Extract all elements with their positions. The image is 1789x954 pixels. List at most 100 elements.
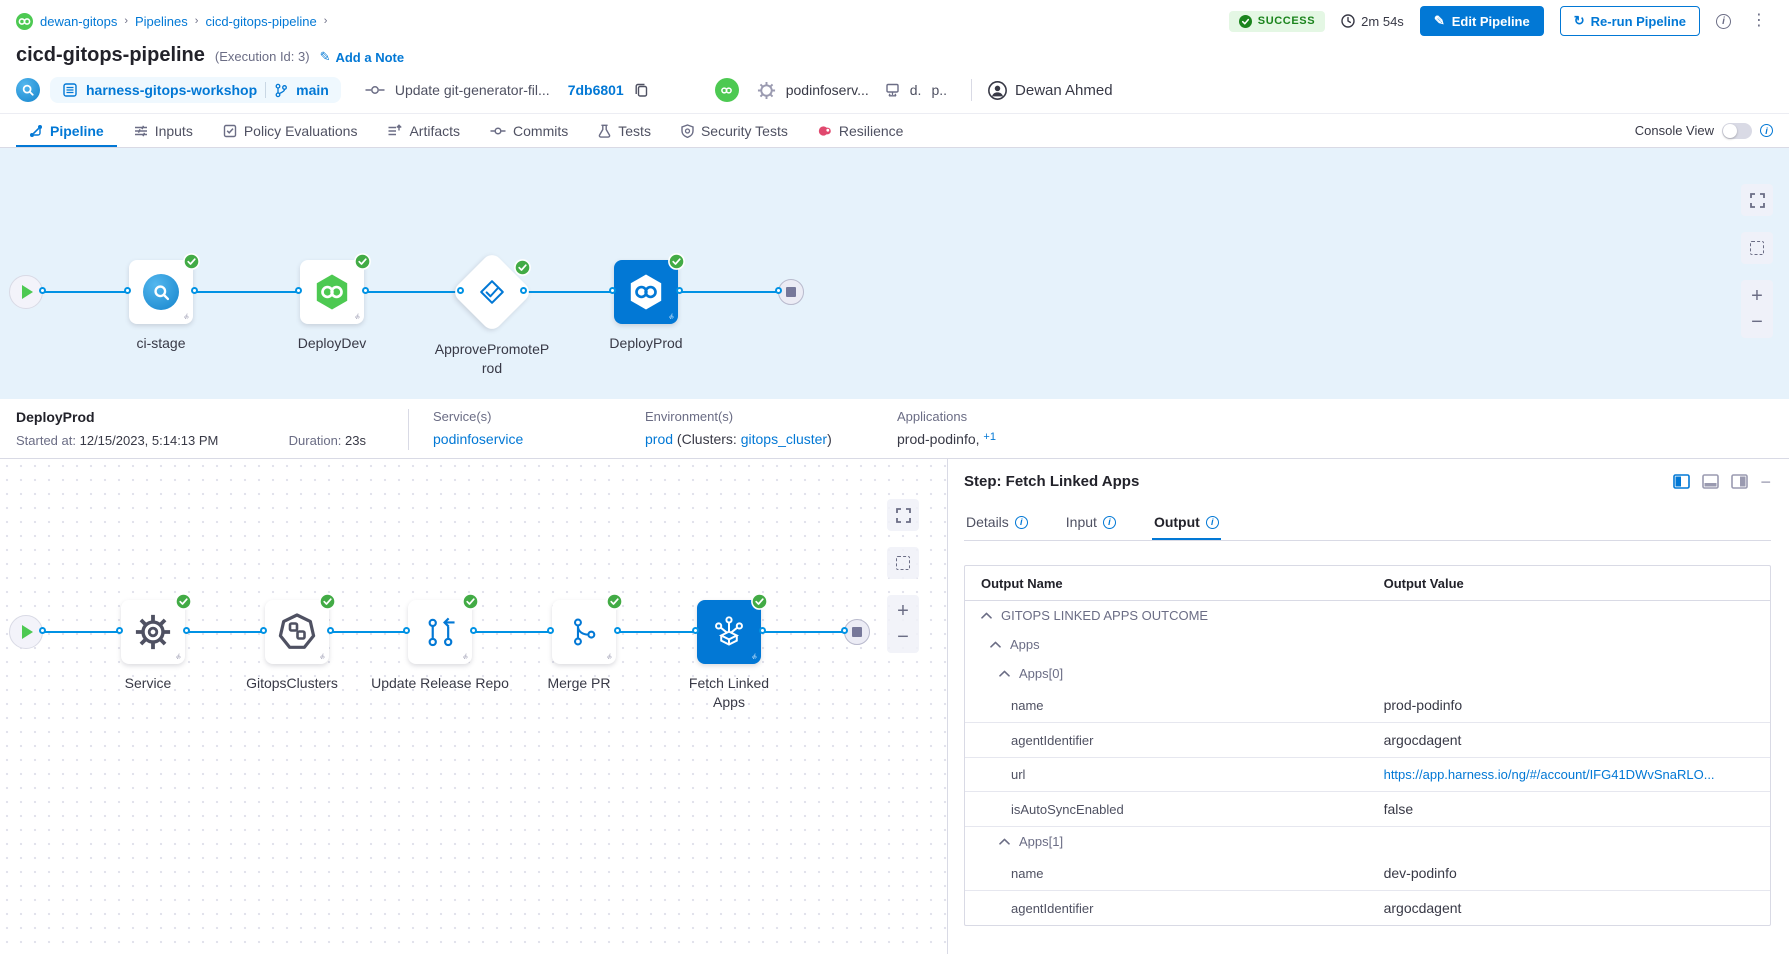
clock-icon: [1341, 14, 1355, 28]
copy-icon[interactable]: [634, 82, 649, 98]
output-key: name: [1011, 697, 1044, 713]
pipeline-start-node: [9, 275, 46, 309]
zoom-out-button[interactable]: −: [1751, 310, 1763, 333]
tests-flask-icon: [599, 124, 611, 138]
breadcrumb-pipeline[interactable]: cicd-gitops-pipeline: [205, 13, 317, 29]
code-glyph-icon: ‹/›: [606, 652, 612, 661]
collapse-caret-icon[interactable]: [999, 838, 1010, 845]
output-value: dev-podinfo: [1383, 865, 1457, 881]
zoom-in-button[interactable]: +: [897, 599, 909, 622]
tab-commits[interactable]: Commits: [477, 114, 581, 147]
stage-node-deploydev[interactable]: ‹/›: [295, 253, 371, 324]
repository-icon: [63, 83, 77, 97]
tab-resilience[interactable]: Resilience: [805, 114, 917, 147]
output-value-link[interactable]: https://app.harness.io/ng/#/account/IFG4…: [1383, 767, 1715, 782]
stage-graph-canvas: ‹/› ‹/› ‹/› ci-stage DeployDev ApprovePr…: [0, 148, 1789, 399]
details-info-icon[interactable]: i: [1014, 515, 1028, 529]
code-glyph-icon: ‹/›: [175, 652, 181, 661]
started-label: Started at:: [16, 433, 76, 448]
fullscreen-button[interactable]: [887, 499, 919, 531]
console-view-info-icon[interactable]: i: [1760, 124, 1773, 137]
layout-split-icon[interactable]: [1673, 474, 1691, 489]
tab-details[interactable]: Details i: [964, 510, 1030, 540]
edit-pipeline-button[interactable]: ✎ Edit Pipeline: [1419, 6, 1544, 36]
step-node-fetch-linked-apps[interactable]: ‹/›: [692, 593, 768, 664]
branch-icon: [275, 83, 288, 97]
repo-name[interactable]: harness-gitops-workshop: [86, 82, 258, 98]
step-label: Service: [124, 675, 172, 691]
stage-node-ci-stage[interactable]: ‹/›: [124, 253, 200, 324]
zoom-in-button[interactable]: +: [1751, 284, 1763, 307]
console-view-toggle[interactable]: [1722, 122, 1752, 139]
cluster-link[interactable]: gitops_cluster: [740, 431, 828, 447]
collapse-caret-icon[interactable]: [981, 612, 992, 619]
stage-node-approvepromoteprod[interactable]: [450, 250, 534, 334]
breadcrumb-pipelines[interactable]: Pipelines: [135, 13, 188, 29]
rerun-pipeline-button[interactable]: ↻ Re-run Pipeline: [1559, 6, 1700, 36]
tab-artifacts[interactable]: Artifacts: [374, 114, 473, 147]
service-link[interactable]: podinfoservice: [433, 431, 524, 447]
tab-policy-evaluations[interactable]: Policy Evaluations: [210, 114, 371, 147]
tab-input[interactable]: Input i: [1064, 510, 1118, 540]
gitops-deploy-icon: [316, 274, 348, 310]
collapse-caret-icon[interactable]: [990, 641, 1001, 648]
step-graph-canvas: ‹/› ‹/› ‹/› ‹/›: [0, 459, 948, 954]
cd-stage-icon: [714, 78, 739, 102]
environments-label: Environment(s): [645, 409, 734, 424]
update-repo-icon: [428, 617, 455, 647]
repo-chip[interactable]: harness-gitops-workshop main: [50, 77, 341, 103]
add-note-button[interactable]: ✎ Add a Note: [319, 49, 405, 65]
applications-more-link[interactable]: +1: [983, 431, 996, 443]
step-node-gitopsclusters[interactable]: ‹/›: [260, 593, 336, 664]
collapse-caret-icon[interactable]: [999, 670, 1010, 677]
service-gear-icon: [757, 81, 775, 99]
info-icon[interactable]: i: [1716, 13, 1731, 29]
zoom-out-button[interactable]: −: [897, 625, 909, 648]
input-info-icon[interactable]: i: [1102, 515, 1116, 529]
commit-sha[interactable]: 7db6801: [567, 82, 624, 98]
environment-link[interactable]: prod: [645, 431, 674, 447]
clusters-icon: [278, 613, 316, 649]
step-node-update-release-repo[interactable]: ‹/›: [403, 593, 479, 664]
pencil-icon: ✎: [1433, 13, 1445, 28]
branch-name[interactable]: main: [296, 82, 329, 98]
pipeline-end-node: [775, 279, 804, 305]
merge-pr-icon: [573, 618, 596, 646]
fullscreen-button[interactable]: [1741, 184, 1773, 216]
breadcrumb-project[interactable]: dewan-gitops: [40, 13, 118, 29]
approval-icon: [475, 275, 509, 309]
layout-right-icon[interactable]: [1731, 474, 1749, 489]
stage-node-deployprod[interactable]: ‹/›: [609, 253, 685, 324]
stage-connector-line: [26, 291, 791, 293]
stage-label: ApprovePromoteProd: [434, 341, 550, 376]
ci-stage-icon: [143, 274, 179, 310]
zoom-controls: + −: [887, 595, 919, 653]
code-glyph-icon: ‹/›: [354, 312, 360, 321]
execution-tabs: Pipeline Inputs Policy Evaluations Artif…: [0, 113, 1789, 148]
tab-pipeline[interactable]: Pipeline: [16, 114, 117, 147]
more-options-icon[interactable]: ⋮: [1751, 12, 1767, 29]
env-short-dev: d.: [909, 82, 922, 98]
tab-inputs[interactable]: Inputs: [121, 114, 206, 147]
tab-tests[interactable]: Tests: [585, 114, 664, 147]
user-name: Dewan Ahmed: [1015, 81, 1113, 99]
steps-end-node: [841, 619, 870, 645]
applications-value: prod-podinfo,: [897, 431, 980, 447]
marquee-select-button[interactable]: [1741, 232, 1773, 264]
minimize-panel-icon[interactable]: −: [1760, 471, 1771, 492]
output-row: Apps[1]: [965, 826, 1770, 856]
status-text: SUCCESS: [1257, 15, 1316, 27]
step-node-merge-pr[interactable]: ‹/›: [547, 593, 623, 664]
clusters-text-end: ): [827, 431, 832, 447]
marquee-select-button[interactable]: [887, 547, 919, 579]
success-badge-icon: [183, 253, 200, 270]
tab-output[interactable]: Output i: [1152, 510, 1221, 540]
layout-bottom-icon[interactable]: [1702, 474, 1720, 489]
execution-id: (Execution Id: 3): [214, 49, 310, 64]
step-node-service[interactable]: ‹/›: [116, 593, 192, 664]
output-info-icon[interactable]: i: [1205, 515, 1219, 529]
tab-security-tests[interactable]: Security Tests: [668, 114, 801, 147]
